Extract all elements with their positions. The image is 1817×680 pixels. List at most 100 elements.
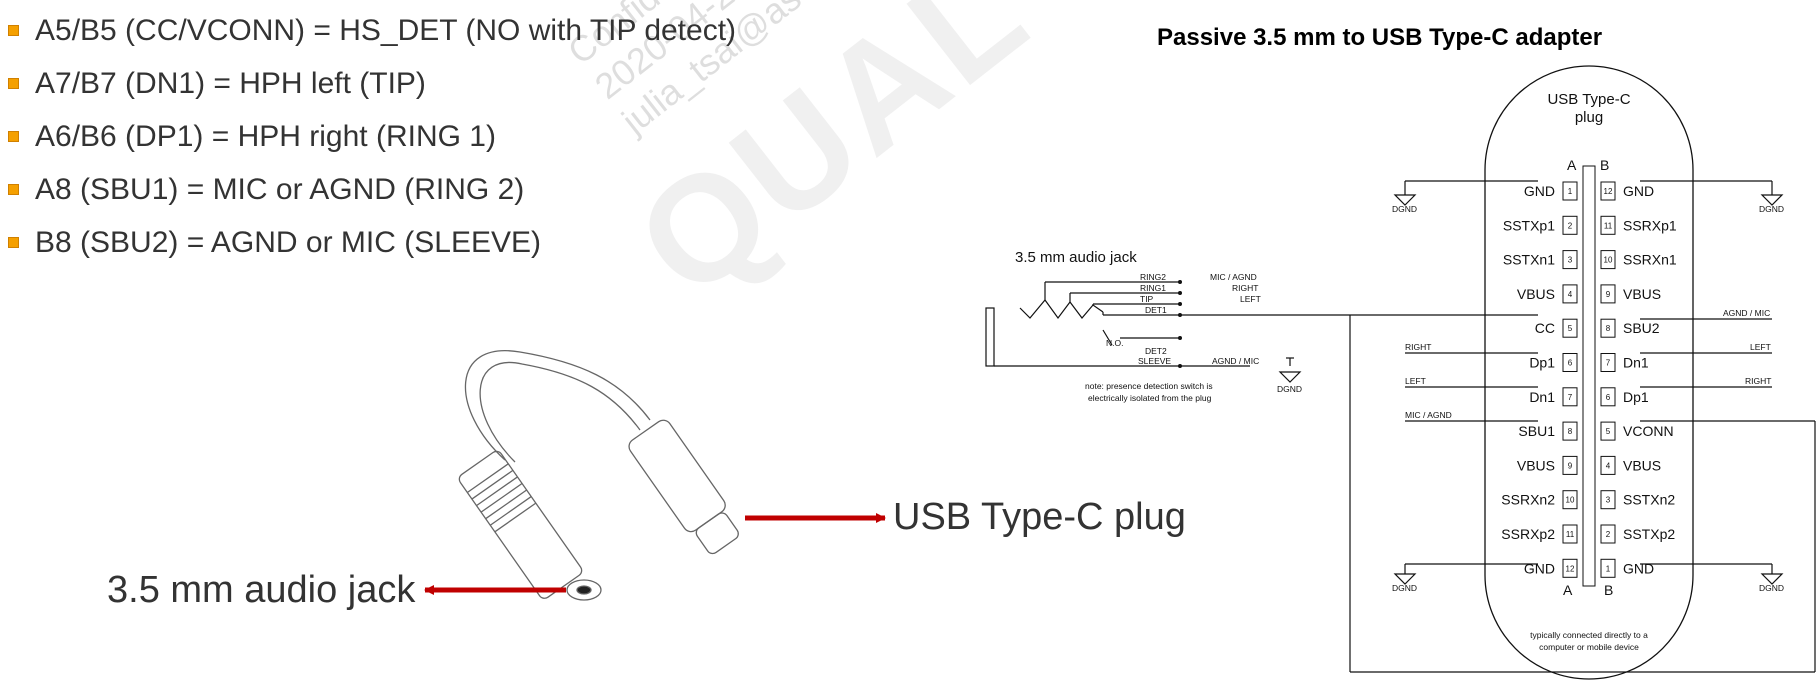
plug-heading-1: USB Type-C (1547, 91, 1630, 108)
pin-number-b: 8 (1606, 324, 1611, 333)
pin-signal-a: SSRXp2 (1501, 526, 1555, 542)
pin-number-b: 9 (1606, 290, 1611, 299)
pin-number-b: 3 (1606, 496, 1611, 505)
pin-signal-b: SSRXp1 (1623, 217, 1677, 233)
bullet-icon (8, 25, 19, 36)
net-label-left: LEFT (1405, 376, 1426, 386)
pin-box-b (1600, 250, 1616, 270)
jack-note-line-1: note: presence detection switch is (1085, 381, 1213, 391)
pin-box-a (1562, 284, 1578, 304)
pin-box-b (1600, 455, 1616, 475)
pin-box-b (1600, 524, 1616, 544)
pin-box-b (1600, 558, 1616, 578)
adapter-cable (464, 350, 651, 461)
pin-number-a: 10 (1566, 496, 1575, 505)
pin-box-a (1562, 490, 1578, 510)
pin-signal-b: Dn1 (1623, 355, 1649, 371)
pin-signal-b: VBUS (1623, 286, 1661, 302)
dgnd-label: DGND (1759, 583, 1784, 593)
pin-box-a (1562, 421, 1578, 441)
pin-number-a: 11 (1566, 530, 1575, 539)
pin-mapping-list: A5/B5 (CC/VCONN) = HS_DET (NO with TIP d… (8, 4, 736, 269)
dgnd-label: DGND (1277, 384, 1302, 394)
pin-signal-a: Dn1 (1529, 389, 1555, 405)
jack-pin-label: DET1 (1145, 305, 1167, 315)
audio-jack-schematic (985, 281, 1350, 383)
pin-box-a (1562, 524, 1578, 544)
pin-number-b: 2 (1606, 530, 1611, 539)
col-b-label: B (1600, 157, 1609, 173)
dgnd-label: DGND (1759, 204, 1784, 214)
plug-heading-2: plug (1575, 109, 1603, 126)
list-item: A5/B5 (CC/VCONN) = HS_DET (NO with TIP d… (8, 4, 736, 57)
pin-number-b: 5 (1606, 427, 1611, 436)
jack-pin-label: RING2 (1140, 272, 1166, 282)
pin-box-a (1562, 181, 1578, 201)
pin-number-b: 4 (1606, 461, 1611, 470)
jack-pin-label: TIP (1140, 294, 1154, 304)
jack-pin-label: SLEEVE (1138, 356, 1171, 366)
pin-signal-b: VBUS (1623, 457, 1661, 473)
adapter-illustration (458, 350, 739, 601)
pin-box-b (1600, 284, 1616, 304)
pin-number-a: 5 (1568, 324, 1573, 333)
pin-signal-b: GND (1623, 183, 1654, 199)
pin-signal-a: GND (1524, 560, 1555, 576)
plug-tongue (1582, 165, 1596, 587)
pin-number-a: 9 (1568, 461, 1573, 470)
jack-barrel (985, 307, 995, 367)
net-label-agnd-mic: AGND / MIC (1723, 308, 1770, 318)
pin-number-a: 12 (1566, 564, 1575, 573)
jack-pin-label: DET2 (1145, 346, 1167, 356)
pin-signal-b: SSRXn1 (1623, 252, 1677, 268)
net-label-right: RIGHT (1405, 342, 1431, 352)
jack-heading: 3.5 mm audio jack (1015, 249, 1137, 266)
plug-note-line-2: computer or mobile device (1539, 642, 1639, 652)
pin-number-a: 3 (1568, 256, 1573, 265)
jack-net-label: LEFT (1240, 294, 1261, 304)
bullet-icon (8, 184, 19, 195)
pin-number-a: 4 (1568, 290, 1573, 299)
pin-box-b (1600, 421, 1616, 441)
jack-junction-dots (1178, 280, 1182, 368)
pin-box-a (1562, 353, 1578, 372)
pin-box-b (1600, 490, 1616, 510)
list-item: B8 (SBU2) = AGND or MIC (SLEEVE) (8, 216, 736, 269)
pin-signal-a: GND (1524, 183, 1555, 199)
usb-plug-label: USB Type-C plug (893, 496, 1186, 538)
list-item: A8 (SBU1) = MIC or AGND (RING 2) (8, 163, 736, 216)
jack-note-line-2: electrically isolated from the plug (1088, 393, 1212, 403)
pin-box-a (1562, 387, 1578, 407)
pin-number-a: 1 (1568, 187, 1573, 196)
pin-signal-b: Dp1 (1623, 389, 1649, 405)
pin-signal-a: VBUS (1517, 286, 1555, 302)
pin-signal-b: SSTXn2 (1623, 492, 1675, 508)
pin-box-b (1600, 353, 1616, 372)
pin-number-b: 12 (1604, 187, 1613, 196)
pin-signal-a: Dp1 (1529, 355, 1555, 371)
jack-net-label: MIC / AGND (1210, 272, 1257, 282)
jack-opening (566, 579, 602, 601)
pin-signal-a: SSTXn1 (1503, 252, 1555, 268)
pin-box-a (1562, 455, 1578, 475)
usb-c-housing (628, 419, 739, 555)
jack-net-label: AGND / MIC (1212, 356, 1259, 366)
pin-number-b: 11 (1604, 221, 1613, 230)
pin-signal-a: SBU1 (1518, 423, 1555, 439)
net-label-mic-agnd: MIC / AGND (1405, 410, 1452, 420)
pin-signal-a: SSTXp1 (1503, 217, 1555, 233)
pin-signal-b: SBU2 (1623, 320, 1660, 336)
dgnd-label: DGND (1392, 583, 1417, 593)
pin-box-b (1600, 387, 1616, 407)
pin-box-a (1562, 215, 1578, 235)
jack-net-label: RIGHT (1232, 283, 1258, 293)
list-item: A6/B6 (DP1) = HPH right (RING 1) (8, 110, 736, 163)
pin-box-b (1600, 215, 1616, 235)
pin-signal-a: CC (1535, 320, 1555, 336)
pin-box-a (1562, 558, 1578, 578)
pin-signal-a: VBUS (1517, 457, 1555, 473)
pin-signal-b: VCONN (1623, 423, 1674, 439)
adapter-cable-inner (479, 361, 641, 463)
diagram-title: Passive 3.5 mm to USB Type-C adapter (1157, 24, 1603, 51)
